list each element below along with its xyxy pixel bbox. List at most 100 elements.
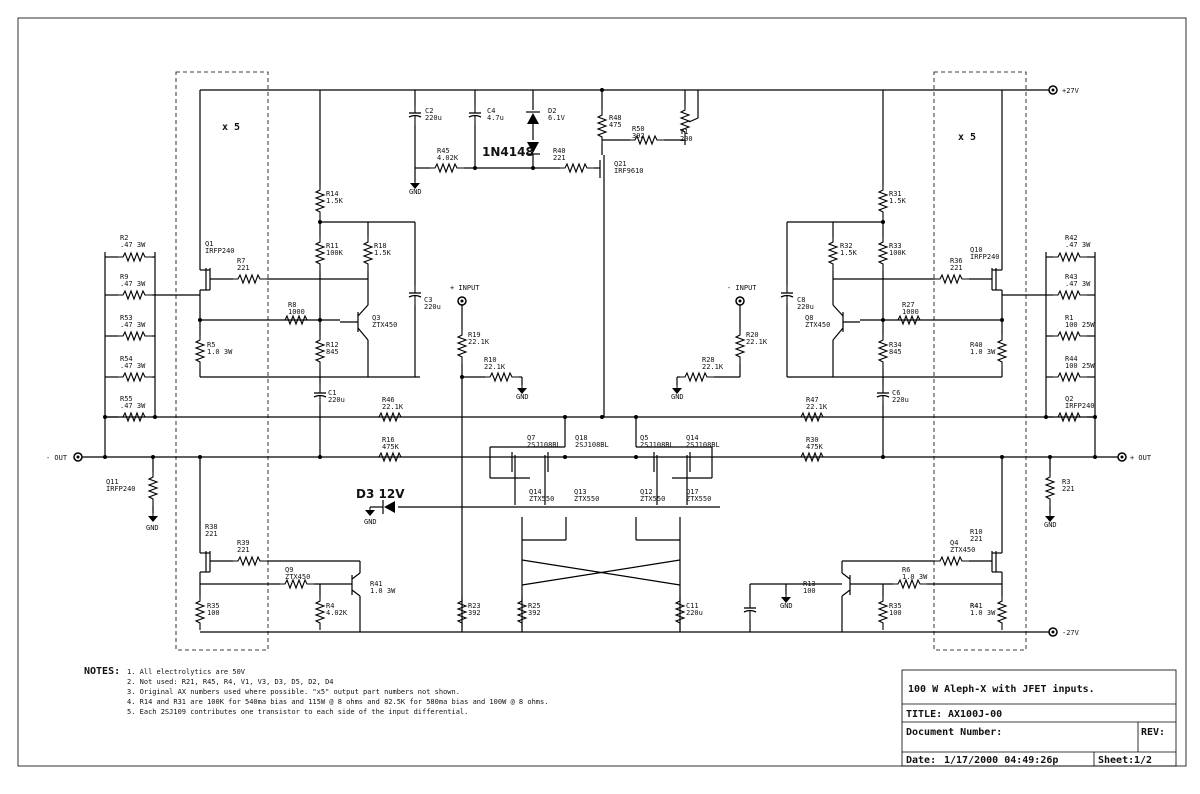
r34-ref: R34 [889, 341, 902, 349]
q10-val: IRFP240 [970, 253, 1000, 261]
input-minus-node[interactable] [671, 296, 745, 395]
q21-val: IRF9610 [614, 167, 644, 175]
r31-val: 1.5K [889, 197, 907, 205]
r7-val: 221 [237, 264, 250, 272]
pos-rail-label: +27V [1062, 87, 1080, 95]
r35-val-label: 100 [889, 609, 902, 617]
r3-ref: R39 [237, 539, 250, 547]
r52-val: .47 3W [120, 321, 146, 329]
r40-ref: R40 [970, 341, 983, 349]
r9-ref: R55 [120, 395, 133, 403]
r11-ref: R11 [326, 242, 339, 250]
q11-val: 221 [970, 535, 983, 543]
r18-val: 1.5K [374, 249, 392, 257]
title-block-rev-label: REV: [1141, 727, 1165, 738]
out-minus-label: - OUT [46, 454, 68, 462]
r46-val: 22.1K [382, 403, 404, 411]
r6-val: 100 [207, 609, 220, 617]
q3-val: ZTX450 [372, 321, 397, 329]
q12-val: ZTX550 [640, 495, 665, 503]
x5-box-left [175, 71, 269, 651]
r33-ref: R33 [889, 242, 902, 250]
c4-val: 4.7u [487, 114, 504, 122]
q9-val: 100 [803, 587, 816, 595]
r16-ref: R16 [382, 436, 395, 444]
r1-ref: Q11 [106, 478, 119, 486]
q18-val: 2SJ108BL [575, 441, 609, 449]
r36-val: 221 [950, 264, 963, 272]
gnd-label-2: GND [671, 393, 684, 401]
r40-val: 1.0 3W [970, 348, 996, 356]
r45-val: 4.02K [437, 154, 459, 162]
q10-ref: Q10 [970, 246, 983, 254]
x5-label-left: x 5 [222, 122, 240, 133]
jfet-differential [489, 415, 713, 505]
r8-ref: R8 [288, 301, 296, 309]
r51-val: .47 3W [120, 280, 146, 288]
r38-ref: Q4 [950, 539, 958, 547]
q4-val: 1.0 3W [370, 587, 396, 595]
gnd-label: GND [146, 524, 159, 532]
c2-ref: C2 [425, 107, 433, 115]
r41-val-label: 1.0 3W [970, 609, 996, 617]
r50-ref: R50 [632, 125, 645, 133]
r53-val: .47 3W [1065, 241, 1091, 249]
c3-ref: C3 [424, 296, 432, 304]
q5-ref: Q5 [640, 434, 648, 442]
c6-ref: C6 [892, 389, 900, 397]
q4-ref: R41 [370, 580, 383, 588]
q5-val: 2SJ108BL [640, 441, 674, 449]
r27-val: 1000 [902, 308, 919, 316]
top-bias-network [408, 88, 699, 419]
r28-val: 22.1K [702, 363, 724, 371]
r19-val: 22.1K [468, 338, 490, 346]
r32-ref: R32 [840, 242, 853, 250]
right-upper-stage [780, 90, 1007, 459]
r45-ref: R45 [437, 147, 450, 155]
r54-val: .47 3W [1065, 280, 1091, 288]
r33-val: 100K [889, 249, 907, 257]
x5-box-right [933, 71, 1027, 651]
r3-val: 221 [237, 546, 250, 554]
gnd-label-5: GND [780, 602, 793, 610]
r42-val: 100 25W [1065, 362, 1095, 370]
q17-ref: Q17 [686, 488, 699, 496]
q3-ref: Q3 [372, 314, 380, 322]
q13-val: ZTX550 [574, 495, 599, 503]
r49-ref: R40 [553, 147, 566, 155]
r12-val: 845 [326, 348, 339, 356]
note-line-4: 4. R14 and R31 are 100K for 540ma bias a… [127, 698, 548, 706]
r48-ref: R48 [609, 114, 622, 122]
q7-ref: Q7 [527, 434, 535, 442]
r60-ref: R2 [120, 234, 128, 242]
r11-val: 100K [326, 249, 344, 257]
r51-ref: R9 [120, 273, 128, 281]
r8-val: 1000 [288, 308, 305, 316]
gnd-label-3: GND [364, 518, 377, 526]
r49-val: 221 [553, 154, 566, 162]
diode-1n4148-label: 1N4148 [482, 145, 534, 159]
q8-ref: Q8 [805, 314, 813, 322]
left-upper-stage [195, 90, 422, 459]
note-line-2: 2. Not used: R21, R45, R4, V1, V3, D3, D… [127, 678, 334, 686]
r55-ref: R1 [1065, 314, 1073, 322]
in-minus-label: - INPUT [727, 284, 757, 292]
q7-val: 2SJ108BL [527, 441, 561, 449]
r60-val: .47 3W [120, 241, 146, 249]
title-block [901, 669, 1177, 767]
q12-ref: Q12 [640, 488, 653, 496]
input-plus-node[interactable] [457, 296, 528, 632]
d2-ref: D2 [548, 107, 556, 115]
r30-val: 475K [806, 443, 824, 451]
r13-val: 4.02K [326, 609, 348, 617]
title-block-title-value: AX100J-00 [948, 709, 1002, 720]
q14-val: ZTX550 [529, 495, 554, 503]
neg-rail: -27V [200, 627, 1080, 637]
r20-val: 22.1K [746, 338, 768, 346]
d2-val: 6.1V [548, 114, 566, 122]
r39-val: 1.0 3W [902, 573, 928, 581]
r46-ref: R46 [382, 396, 395, 404]
r5-val: 1.0 3W [207, 348, 233, 356]
c3-val: 220u [424, 303, 441, 311]
q14j-ref: Q14 [686, 434, 699, 442]
